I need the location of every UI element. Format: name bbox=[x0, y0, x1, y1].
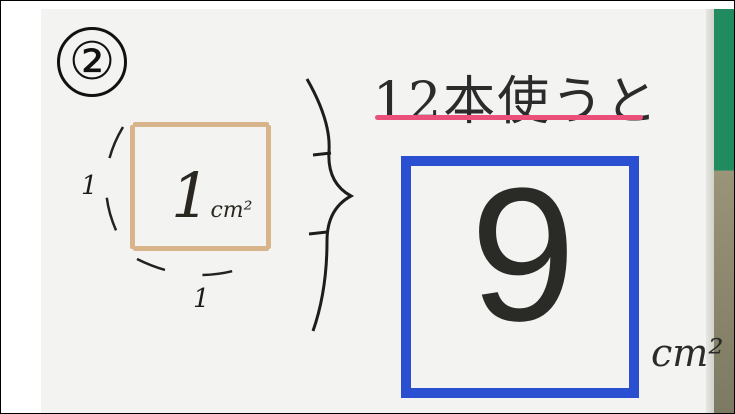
left-arc bbox=[104, 126, 129, 252]
background-wall bbox=[714, 9, 734, 413]
board-edge bbox=[706, 9, 715, 413]
side-length-left: 1 bbox=[81, 171, 98, 201]
brace-tick-lower bbox=[308, 230, 328, 236]
heading-underline bbox=[375, 115, 643, 120]
side-length-bottom: 1 bbox=[193, 284, 210, 314]
unit-area-unit: cm² bbox=[210, 198, 253, 223]
unit-area-value: 1 bbox=[171, 159, 211, 232]
heading: 12本使うと bbox=[373, 72, 660, 132]
brace-tick-upper bbox=[312, 151, 332, 157]
toothpick-right bbox=[266, 125, 271, 249]
answer-unit: cm² bbox=[651, 331, 724, 375]
answer-square bbox=[401, 156, 639, 398]
brace-symbol bbox=[305, 78, 355, 332]
answer-value: 9 bbox=[470, 149, 576, 361]
toothpick-left bbox=[130, 125, 135, 249]
toothpick-top bbox=[133, 122, 269, 127]
toothpick-bottom bbox=[133, 246, 269, 251]
whiteboard-photo bbox=[41, 9, 716, 413]
problem-number: ② bbox=[57, 27, 127, 97]
bottom-arc bbox=[136, 257, 266, 277]
unit-square-area: 1cm² bbox=[171, 159, 252, 232]
